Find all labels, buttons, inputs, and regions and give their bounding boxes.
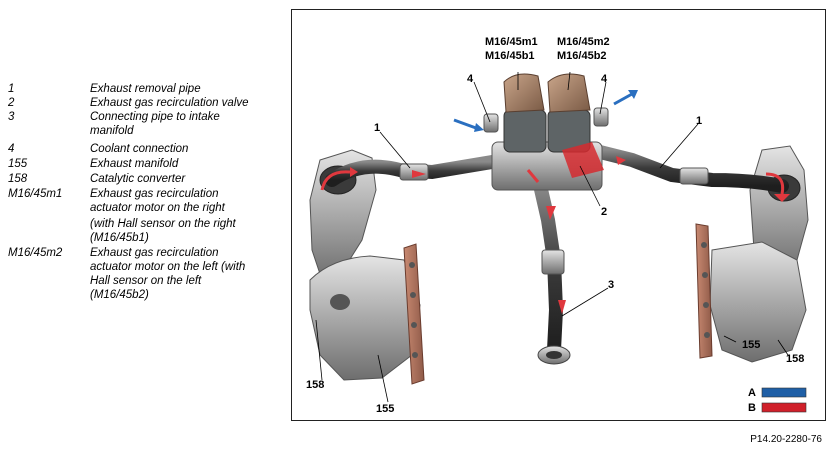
callout-m16-45m1: M16/45m1 xyxy=(485,36,538,48)
flow-arrows xyxy=(320,156,790,314)
leader-lines xyxy=(315,71,789,403)
key-swatch-b xyxy=(761,402,807,413)
callout-4-left: 4 xyxy=(467,73,474,85)
legend-number: 2 xyxy=(8,97,15,109)
legend-text: Connecting pipe to intake manifold xyxy=(90,111,220,137)
legend-number: M16/45m2 xyxy=(8,247,63,259)
callout-2: 2 xyxy=(601,206,607,218)
left-manifold xyxy=(309,149,425,385)
callout-3: 3 xyxy=(608,279,614,291)
callout-158-left: 158 xyxy=(306,379,324,391)
legend-number: 4 xyxy=(8,143,15,155)
legend-text: Exhaust gas recirculation valve xyxy=(90,97,249,109)
callout-1-right: 1 xyxy=(696,115,702,127)
legend-number: 1 xyxy=(8,83,15,95)
key-swatch-a xyxy=(761,387,807,398)
legend-text: Exhaust gas recirculation actuator motor… xyxy=(90,247,246,301)
exhaust-egr-diagram: M16/45m1 M16/45b1 M16/45m2 M16/45b2 4 4 … xyxy=(291,9,826,421)
legend-text: Coolant connection xyxy=(90,143,189,155)
callout-m16-45m2: M16/45m2 xyxy=(557,36,610,48)
legend-subtext: (with Hall sensor on the right (M16/45b1… xyxy=(90,218,236,244)
diagram-illustration: M16/45m1 M16/45b1 M16/45m2 M16/45b2 4 4 … xyxy=(306,36,809,415)
legend-text: Exhaust removal pipe xyxy=(90,83,201,95)
key-letter-b: B xyxy=(748,402,756,414)
legend-text: Exhaust manifold xyxy=(90,158,179,170)
callout-m16-45b1: M16/45b1 xyxy=(485,50,535,62)
legend-number: 155 xyxy=(8,158,28,170)
callout-155-left: 155 xyxy=(376,403,394,415)
legend-text: Catalytic converter xyxy=(90,173,186,185)
connecting-pipe-intake xyxy=(533,178,571,365)
figure-reference: P14.20-2280-76 xyxy=(750,434,822,445)
callout-4-right: 4 xyxy=(601,73,608,85)
egr-valve-body xyxy=(483,73,609,191)
callout-155-right: 155 xyxy=(742,339,760,351)
legend-text: Exhaust gas recirculation actuator motor… xyxy=(90,188,225,214)
legend-number: 158 xyxy=(8,173,28,185)
color-key: A B xyxy=(748,387,807,414)
legend-number: M16/45m1 xyxy=(8,188,63,200)
legend-number: 3 xyxy=(8,111,15,123)
key-letter-a: A xyxy=(748,387,756,399)
callout-m16-45b2: M16/45b2 xyxy=(557,50,607,62)
callout-1-left: 1 xyxy=(374,122,380,134)
exhaust-removal-pipes xyxy=(325,143,789,193)
coolant-arrows xyxy=(453,90,638,132)
callout-158-right: 158 xyxy=(786,353,804,365)
